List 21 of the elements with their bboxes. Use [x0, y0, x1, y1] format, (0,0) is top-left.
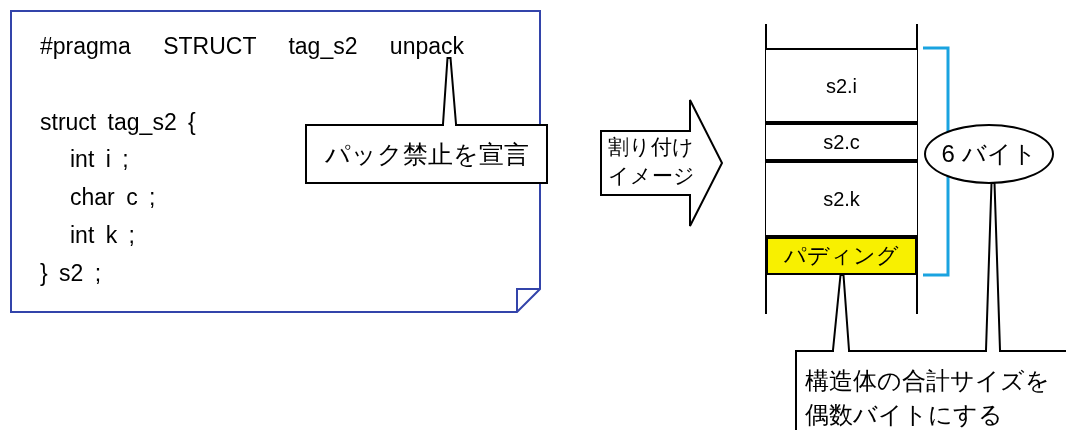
memory-cell [766, 161, 917, 237]
size-label: 6 バイト [941, 142, 1037, 166]
field-label: s2.i [825, 75, 858, 96]
code-line: struct tag_s2 { [40, 111, 196, 134]
memory-cell [766, 48, 917, 123]
field-label: パディング [784, 245, 899, 267]
leader-line [832, 274, 850, 353]
code-line: char c ; [70, 186, 156, 209]
code-line: } s2 ; [40, 262, 102, 285]
code-line: int k ; [70, 224, 135, 247]
arrow-label: 割り付けイメージ [608, 134, 696, 190]
code-line: int i ; [70, 148, 129, 171]
field-label: s2.c [823, 132, 860, 152]
padding-cell [766, 237, 917, 275]
leader-line [985, 181, 1001, 353]
callout-text: 構造体の合計サイズを偶数バイトにする [805, 366, 1051, 430]
code-line: #pragma STRUCT tag_s2 unpack [40, 35, 465, 58]
callout-box [795, 350, 1066, 430]
callout-text: パック禁止を宣言 [324, 141, 529, 167]
memory-cell [766, 123, 917, 161]
field-label: s2.k [823, 189, 860, 209]
